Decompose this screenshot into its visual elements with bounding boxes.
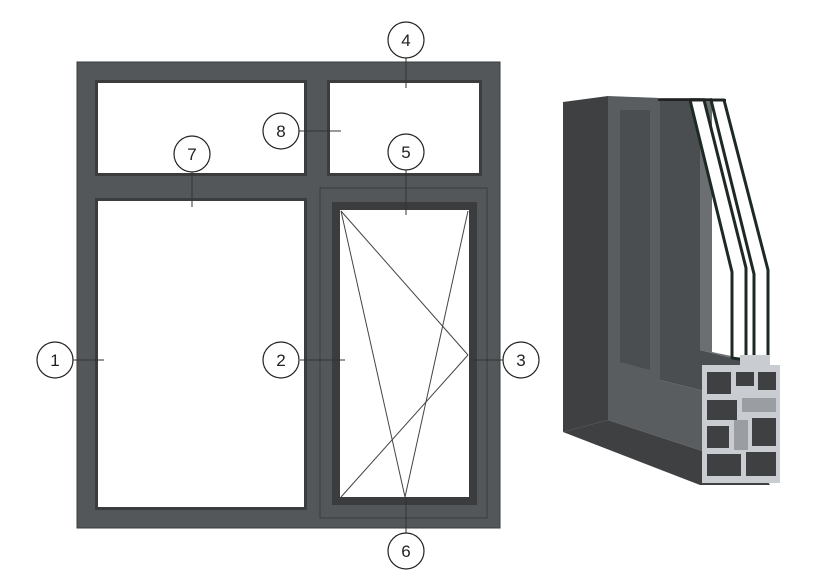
profile-section-cut [702, 355, 780, 483]
turn-tilt-sash-icon [340, 210, 469, 498]
callout-label: 6 [401, 542, 410, 561]
callout-label: 5 [401, 143, 410, 162]
callout-label: 3 [516, 351, 525, 370]
opening-sash-glass [340, 210, 469, 497]
callout-6: 6 [387, 532, 425, 570]
callout-label: 8 [276, 122, 285, 141]
callout-8: 8 [262, 112, 300, 150]
callout-4: 4 [387, 21, 425, 59]
leader-lines [73, 58, 503, 533]
aluminium-window-profile-section [563, 96, 780, 485]
profile-sash [660, 98, 760, 405]
callout-label: 4 [401, 31, 410, 50]
callout-label: 7 [187, 145, 196, 164]
callout-2: 2 [262, 341, 300, 379]
callout-label: 1 [50, 351, 59, 370]
profile-left-face [563, 96, 608, 432]
callout-7: 7 [173, 135, 211, 173]
callout-label: 2 [276, 351, 285, 370]
callout-1: 1 [36, 341, 74, 379]
callout-3: 3 [502, 341, 540, 379]
callout-5: 5 [387, 133, 425, 171]
profile-inner-band [620, 110, 650, 370]
